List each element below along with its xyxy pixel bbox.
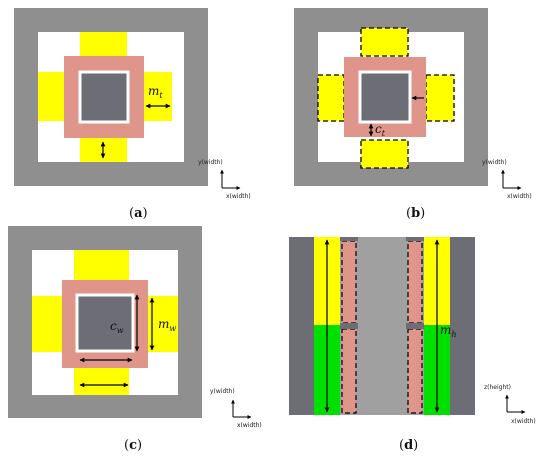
side-right: [450, 237, 475, 415]
panel-a: mt y(width) x(width) (a): [14, 8, 251, 221]
panel-c: cw mw y(width) x(width) (c): [8, 226, 262, 453]
magnet-left: [32, 296, 62, 352]
spacer-top-right: [406, 237, 424, 241]
caption-a: (a): [129, 206, 148, 221]
dim-label-mw: mw: [158, 317, 176, 333]
core: [78, 70, 130, 124]
coil-right-upper: [407, 240, 423, 324]
side-left: [289, 237, 314, 415]
coil-left-lower: [341, 328, 357, 414]
core: [75, 293, 135, 353]
magnet-bottom-dashed: [360, 139, 409, 169]
axis-x-label: x(width): [226, 193, 251, 200]
spacer-top-left: [340, 237, 358, 241]
magnet-right-dashed: [425, 74, 455, 122]
caption-c: (c): [124, 438, 142, 453]
magnet-left: [38, 72, 64, 121]
core: [358, 70, 412, 124]
dim-label-mh: mh: [440, 323, 457, 339]
coil-right-lower: [407, 328, 423, 414]
dim-label-cw: cw: [110, 319, 124, 335]
panel-b: ct y(width) x(width) (b): [294, 8, 532, 221]
axis-x-label: x(width): [511, 418, 536, 425]
axis-y-label: y(width): [482, 159, 507, 166]
panel-d: mh z(height) x(width) (d): [289, 237, 536, 453]
axis-x-label: x(width): [237, 422, 262, 429]
caption-d: (d): [399, 438, 418, 453]
magnet-bottom: [74, 368, 129, 395]
spacer-mid-left: [340, 323, 358, 329]
dim-label-mt: mt: [148, 84, 163, 100]
axis-x-label: x(width): [507, 193, 532, 200]
caption-b: (b): [406, 206, 425, 221]
magnet-top-dashed: [360, 27, 409, 57]
coil-left-upper: [341, 240, 357, 324]
axis-y-label: y(width): [210, 388, 235, 395]
magnet-top: [74, 250, 129, 280]
spacer-mid-right: [406, 323, 424, 329]
magnet-left-dashed: [317, 74, 345, 122]
dim-label-ct: ct: [375, 122, 386, 138]
axis-z-label: z(height): [484, 384, 511, 391]
magnet-top: [80, 32, 127, 56]
magnet-right: [144, 72, 172, 121]
axis-y-label: y(width): [198, 159, 223, 166]
